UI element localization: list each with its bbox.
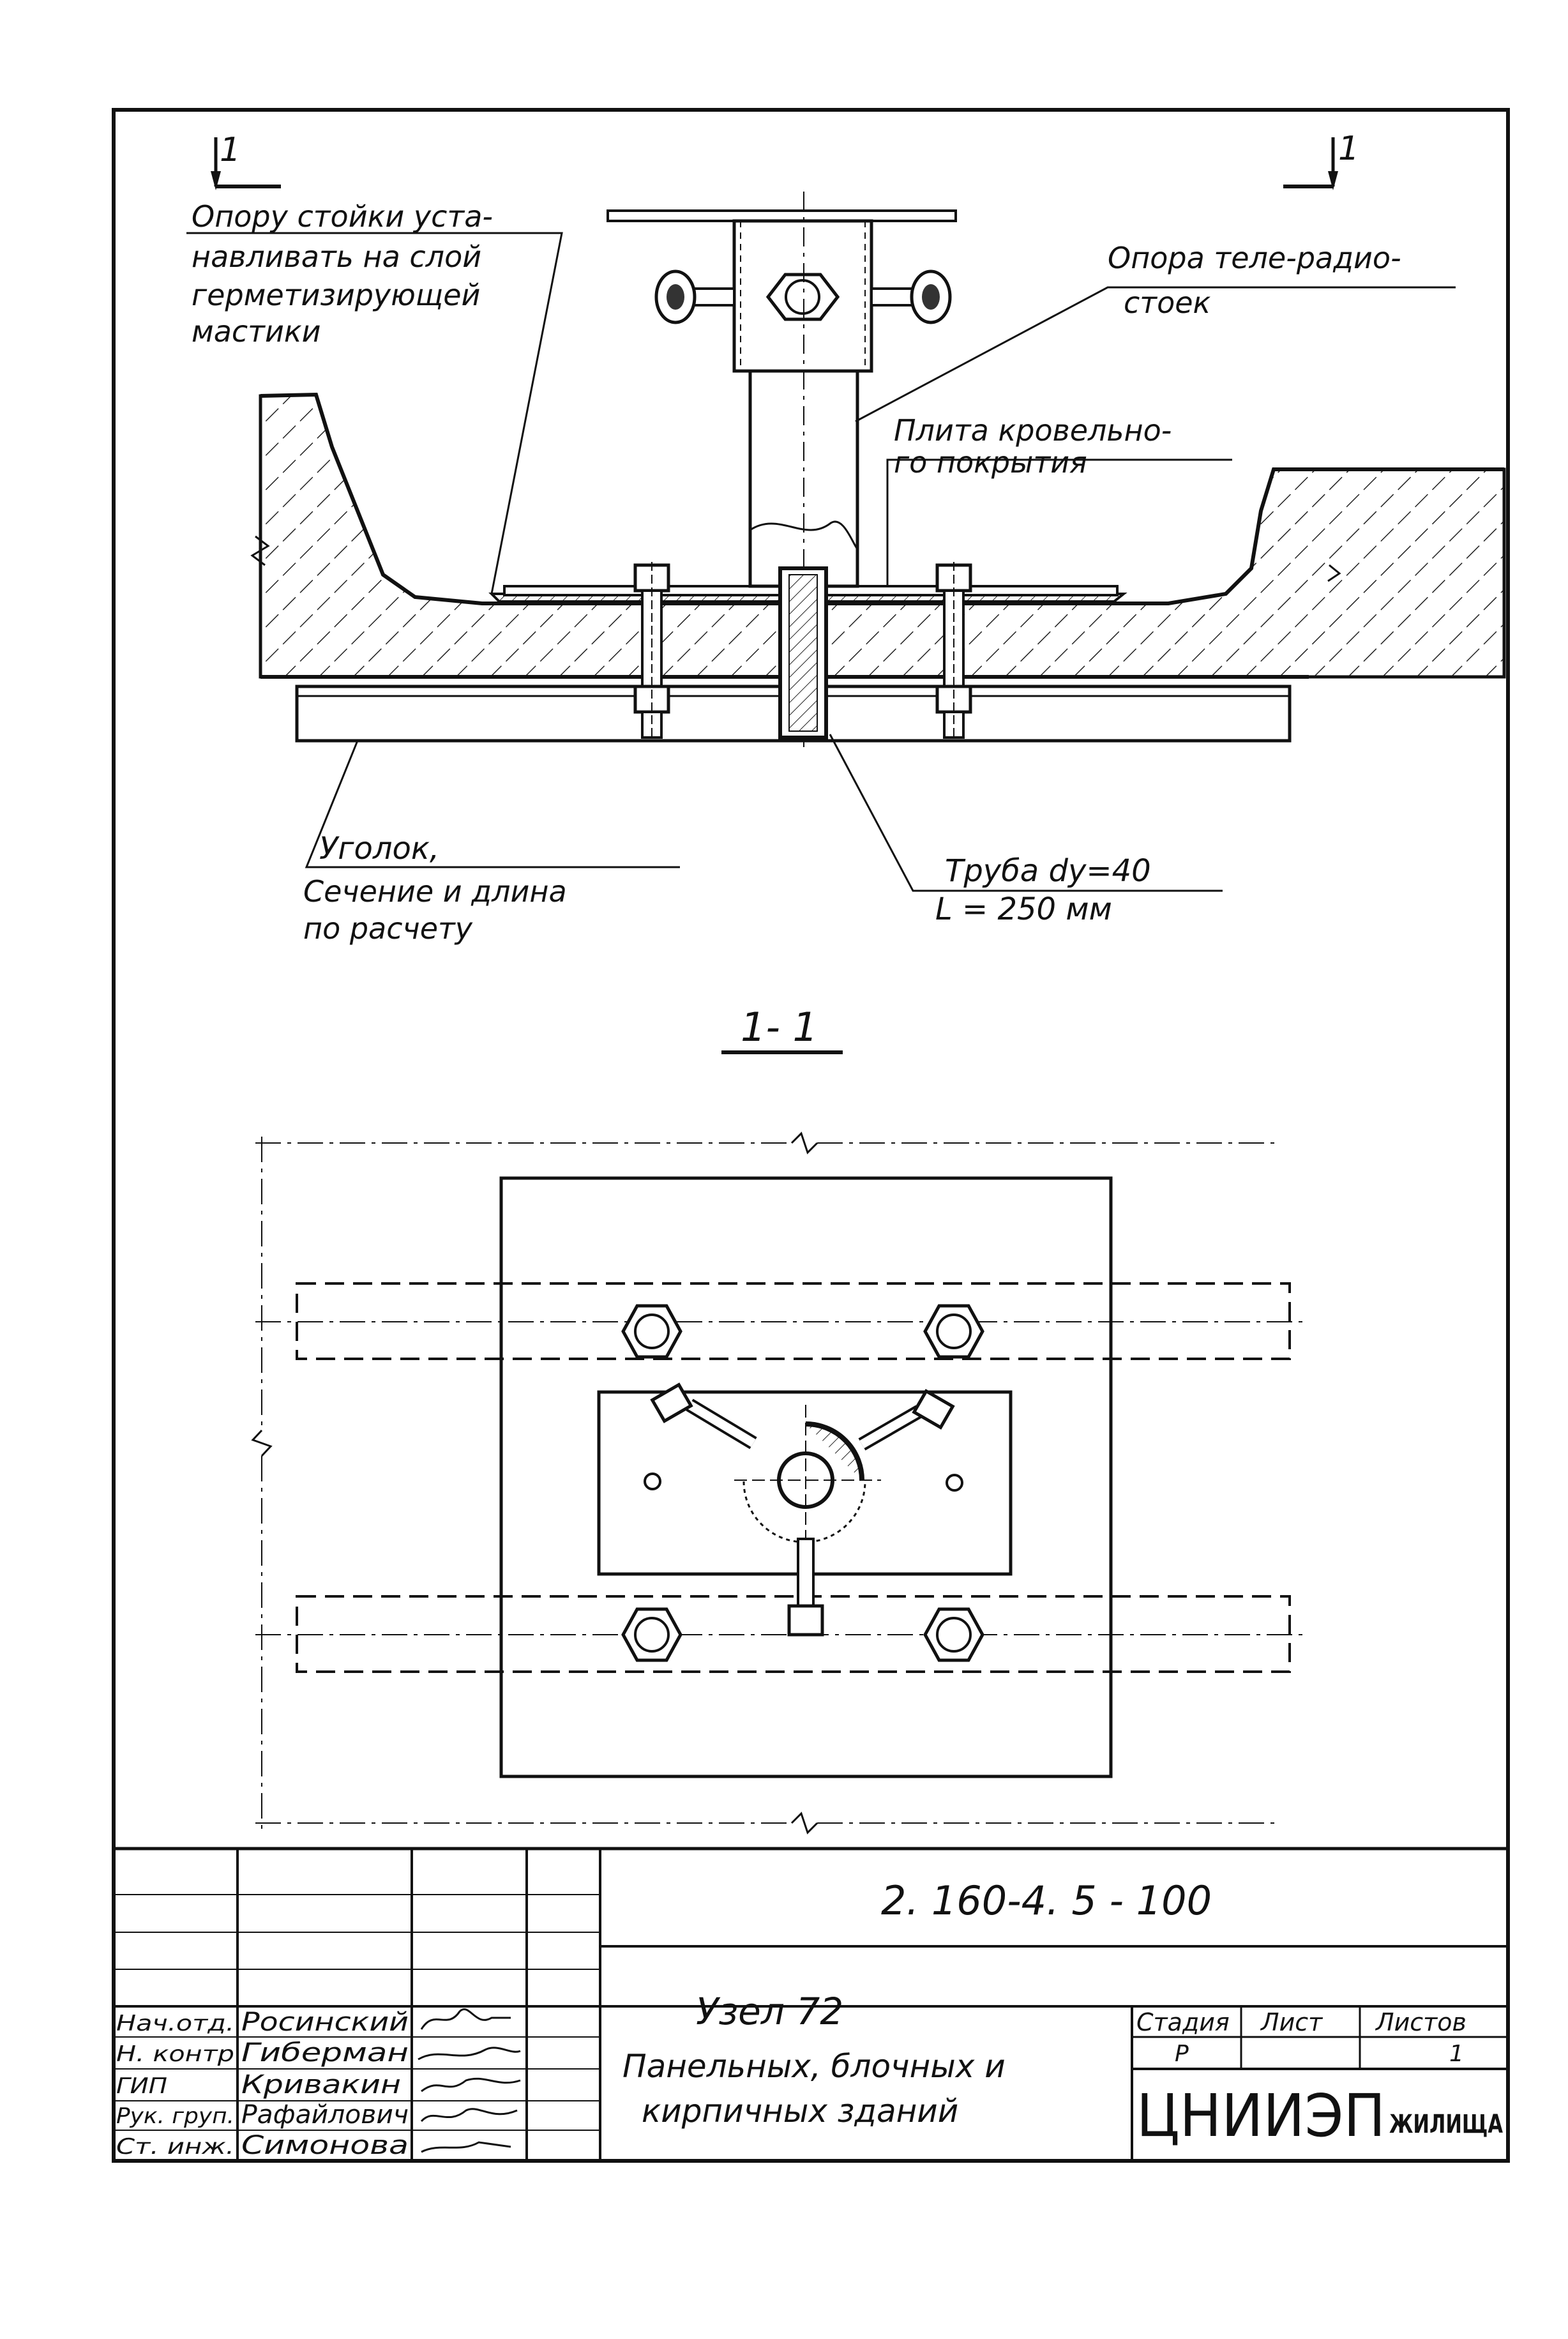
svg-text:герметизирующей: герметизирующей: [192, 278, 480, 312]
description-line-2: кирпичных зданий: [642, 2093, 958, 2130]
leader-support: [855, 286, 1456, 423]
section-mark-right-label: 1: [1338, 130, 1359, 168]
hex-nut-top-right: [923, 1304, 984, 1359]
org-logo-small: ЖИЛИЩА: [1389, 2110, 1503, 2139]
signature-rows: Нач.отд. Росинский Н. контр Гиберман ГИП…: [116, 2008, 409, 2160]
svg-text:L = 250 мм: L = 250 мм: [935, 891, 1112, 927]
svg-text:по расчету: по расчету: [303, 911, 473, 946]
sig-role-5: Ст. инж.: [116, 2134, 234, 2160]
label-support: Опора теле-радио- стоек: [1108, 241, 1401, 320]
anchor-bolt-left: [633, 562, 670, 741]
sleeve-nut: [765, 273, 840, 321]
section-mark-left: 1: [211, 131, 281, 190]
stage-value: Р: [1175, 2041, 1189, 2067]
handwritten-signatures: [418, 2008, 521, 2153]
title-block: 2. 160-4. 5 - 100 Узел 72 Панельных, бло…: [112, 1847, 1510, 2163]
sig-role-1: Нач.отд.: [116, 2011, 234, 2036]
hex-nut-bottom-left: [621, 1607, 682, 1662]
label-roof-slab: Плита кровельно- го покрытия: [894, 413, 1172, 480]
anchor-bolt-right: [935, 562, 972, 741]
label-angle: Уголок, Сечение и длина по расчету: [303, 831, 567, 946]
label-mastic: Опору стойки уста- навливать на слой гер…: [192, 199, 493, 349]
svg-text:Плита кровельно-: Плита кровельно-: [894, 413, 1172, 448]
sig-role-3: ГИП: [116, 2073, 167, 2099]
svg-text:Сечение и длина: Сечение и длина: [303, 874, 567, 909]
section-title: 1- 1: [741, 1004, 818, 1050]
section-mark-left-label: 1: [220, 131, 241, 169]
sig-name-4: Рафайлович: [241, 2100, 409, 2130]
svg-text:го покрытия: го покрытия: [894, 445, 1087, 480]
plan-wing-screw-right: [858, 1389, 955, 1451]
svg-text:Опора теле-радио-: Опора теле-радио-: [1108, 241, 1401, 275]
section-view: 1 1: [186, 130, 1506, 1054]
svg-text:навливать на слой: навливать на слой: [192, 239, 481, 274]
plan-post: [734, 1405, 881, 1545]
doc-code: 2. 160-4. 5 - 100: [881, 1877, 1212, 1924]
stage-header: Стадия: [1136, 2008, 1230, 2036]
svg-text:Опору стойки уста-: Опору стойки уста-: [192, 199, 493, 234]
sig-name-1: Росинский: [241, 2008, 409, 2037]
leader-pipe: [829, 734, 1223, 892]
roof-slab-section: [259, 393, 1506, 679]
sig-role-2: Н. контр: [116, 2041, 234, 2067]
sig-name-5: Симонова: [241, 2131, 409, 2160]
org-logo: ЦНИИЭП: [1136, 2082, 1385, 2150]
hex-nut-bottom-right: [923, 1607, 984, 1662]
sig-name-2: Гиберман: [241, 2038, 409, 2068]
svg-text:мастики: мастики: [192, 314, 321, 349]
sheets-value: 1: [1449, 2041, 1464, 2067]
section-mark-right: 1: [1283, 130, 1359, 190]
sig-name-3: Кривакин: [241, 2070, 401, 2100]
node-title: Узел 72: [696, 1990, 843, 2033]
plan-screw-bottom: [787, 1538, 824, 1637]
label-pipe: Труба dу=40 L = 250 мм: [935, 853, 1151, 927]
leader-angle: [305, 740, 680, 868]
plan-view: [251, 1132, 1302, 1835]
sheet-header: Лист: [1260, 2008, 1323, 2036]
hex-nut-top-left: [621, 1304, 682, 1359]
svg-text:Уголок,: Уголок,: [319, 831, 439, 867]
wing-screw-right: [870, 269, 952, 324]
leader-mastic: [186, 232, 563, 594]
plan-wing-screw-left: [650, 1382, 757, 1450]
leader-roof-slab: [886, 458, 1232, 586]
sig-role-4: Рук. груп.: [116, 2103, 234, 2129]
description-line-1: Панельных, блочных и: [622, 2048, 1006, 2085]
svg-text:Труба dу=40: Труба dу=40: [945, 853, 1151, 889]
svg-text:стоек: стоек: [1124, 285, 1211, 320]
wing-screw-left: [654, 269, 735, 324]
sheets-header: Листов: [1375, 2008, 1466, 2036]
